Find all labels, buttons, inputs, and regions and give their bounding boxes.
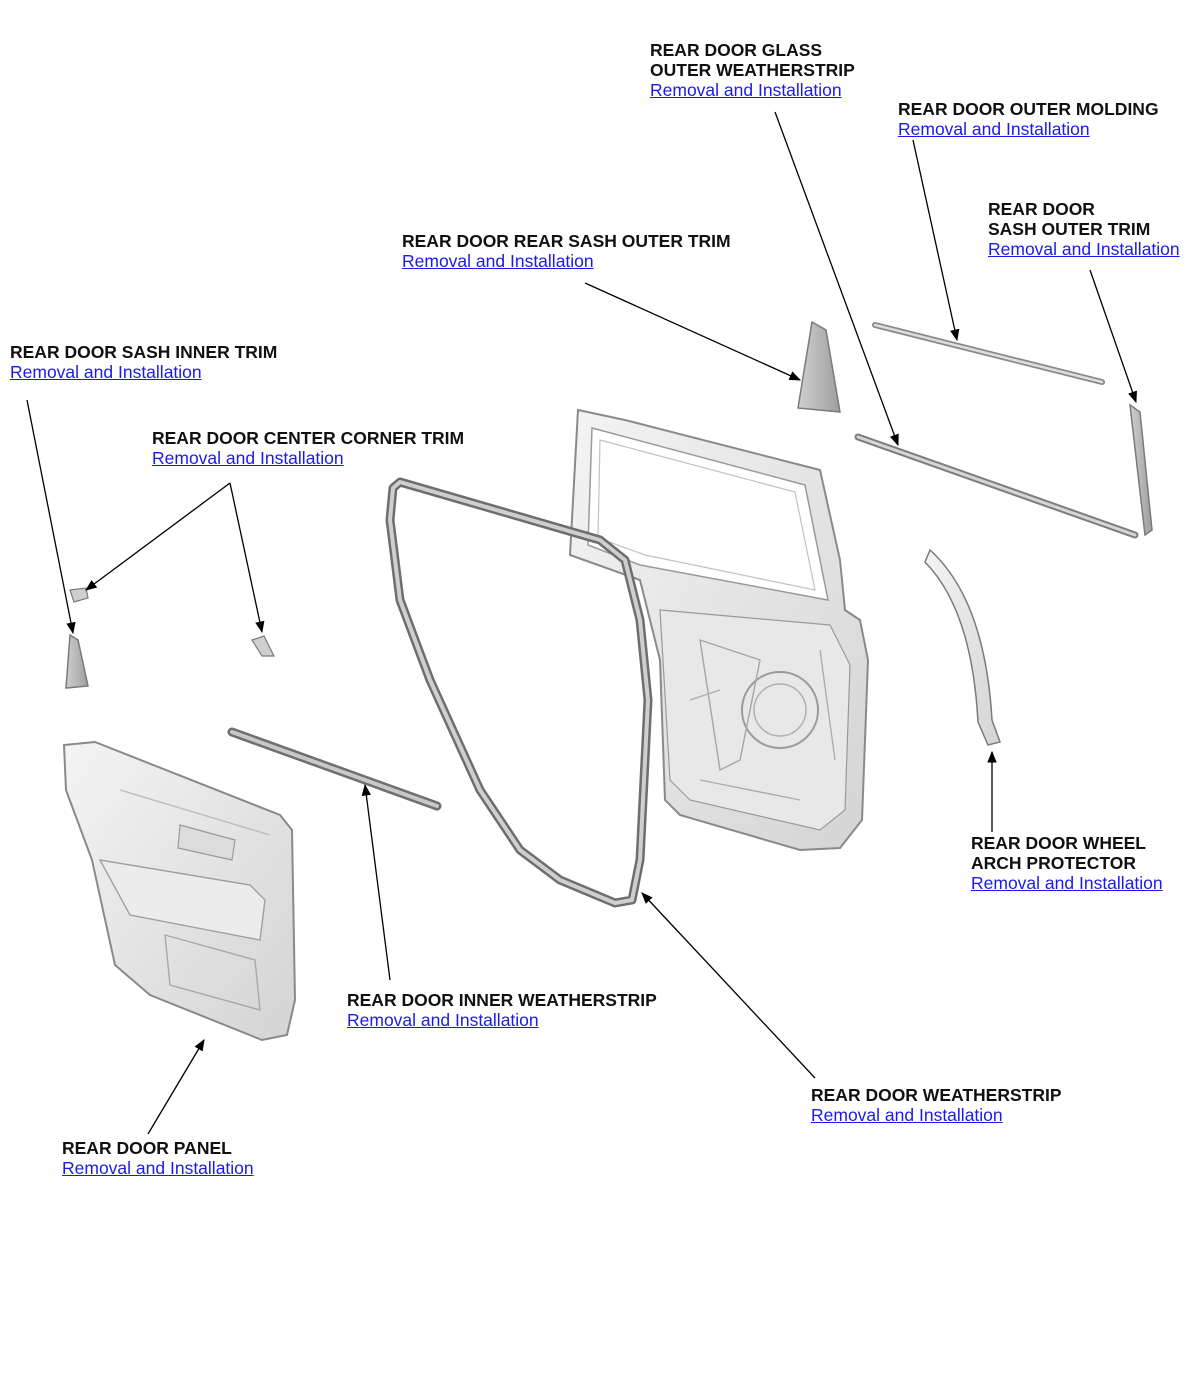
- callout-door-panel: REAR DOOR PANEL Removal and Installation: [62, 1138, 254, 1178]
- callout-weatherstrip: REAR DOOR WEATHERSTRIP Removal and Insta…: [811, 1085, 1062, 1125]
- leader-rear-sash-outer-trim: [584, 282, 802, 381]
- leader-lines: [26, 111, 1137, 1135]
- callout-sash-inner-trim: REAR DOOR SASH INNER TRIM Removal and In…: [10, 342, 277, 382]
- leader-door-panel: [147, 1038, 205, 1135]
- rear-door-weatherstrip-part: [385, 477, 653, 908]
- callout-title: REAR DOOR SASH OUTER TRIM: [988, 199, 1151, 239]
- removal-installation-link[interactable]: Removal and Installation: [971, 873, 1163, 893]
- callout-sash-outer-trim: REAR DOOR SASH OUTER TRIM Removal and In…: [988, 199, 1180, 259]
- removal-installation-link[interactable]: Removal and Installation: [347, 1010, 539, 1030]
- leader-glass-outer-weatherstrip: [774, 111, 899, 447]
- removal-installation-link[interactable]: Removal and Installation: [898, 119, 1090, 139]
- outer-molding-part: [872, 322, 1105, 385]
- removal-installation-link[interactable]: Removal and Installation: [650, 80, 842, 100]
- center-corner-trim-part-b: [251, 635, 275, 657]
- rear-sash-outer-trim-part: [797, 320, 841, 413]
- center-corner-trim-part-a: [69, 587, 89, 603]
- callout-title: REAR DOOR GLASS OUTER WEATHERSTRIP: [650, 40, 855, 80]
- leader-center-corner-trim-a: [85, 482, 231, 591]
- removal-installation-link[interactable]: Removal and Installation: [152, 448, 344, 468]
- callout-title: REAR DOOR WEATHERSTRIP: [811, 1085, 1062, 1105]
- removal-installation-link[interactable]: Removal and Installation: [62, 1158, 254, 1178]
- callout-title: REAR DOOR SASH INNER TRIM: [10, 342, 278, 362]
- callout-title: REAR DOOR OUTER MOLDING: [898, 99, 1159, 119]
- removal-installation-link[interactable]: Removal and Installation: [811, 1105, 1003, 1125]
- callout-wheel-arch-protector: REAR DOOR WHEEL ARCH PROTECTOR Removal a…: [971, 833, 1163, 893]
- leader-center-corner-trim-b: [229, 482, 265, 634]
- callout-title: REAR DOOR PANEL: [62, 1138, 232, 1158]
- door-panel-part: [62, 740, 297, 1042]
- glass-outer-weatherstrip-part: [854, 433, 1139, 539]
- inner-weatherstrip-part: [227, 727, 442, 811]
- callout-inner-weatherstrip: REAR DOOR INNER WEATHERSTRIP Removal and…: [347, 990, 657, 1030]
- callout-title: REAR DOOR INNER WEATHERSTRIP: [347, 990, 657, 1010]
- callout-title: REAR DOOR REAR SASH OUTER TRIM: [402, 231, 731, 251]
- leader-sash-outer-trim: [1089, 269, 1137, 404]
- callout-title: REAR DOOR WHEEL ARCH PROTECTOR: [971, 833, 1146, 873]
- sash-outer-trim-part: [1129, 403, 1153, 537]
- removal-installation-link[interactable]: Removal and Installation: [988, 239, 1180, 259]
- callout-title: REAR DOOR CENTER CORNER TRIM: [152, 428, 465, 448]
- callout-glass-outer-weatherstrip: REAR DOOR GLASS OUTER WEATHERSTRIP Remov…: [650, 40, 855, 100]
- callout-center-corner-trim: REAR DOOR CENTER CORNER TRIM Removal and…: [152, 428, 464, 468]
- sash-inner-trim-part: [65, 633, 89, 689]
- leader-weatherstrip: [641, 892, 816, 1079]
- callout-outer-molding: REAR DOOR OUTER MOLDING Removal and Inst…: [898, 99, 1159, 139]
- rear-door-shell: [568, 408, 870, 852]
- callout-rear-sash-outer-trim: REAR DOOR REAR SASH OUTER TRIM Removal a…: [402, 231, 731, 271]
- leader-outer-molding: [912, 139, 960, 342]
- leader-inner-weatherstrip: [361, 783, 391, 981]
- removal-installation-link[interactable]: Removal and Installation: [402, 251, 594, 271]
- wheel-arch-protector-part: [924, 548, 1001, 746]
- leader-sash-inner-trim: [26, 399, 76, 635]
- removal-installation-link[interactable]: Removal and Installation: [10, 362, 202, 382]
